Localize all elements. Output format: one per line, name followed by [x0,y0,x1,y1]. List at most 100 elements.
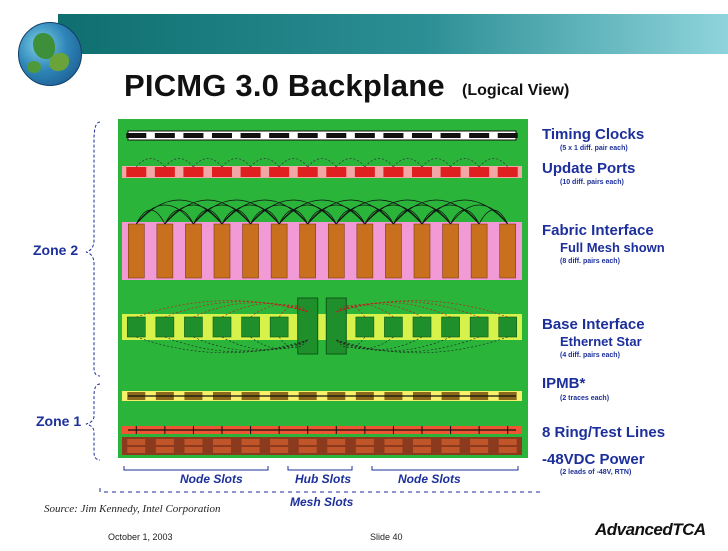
base-star-link [193,302,308,318]
node-slots-left-bracket [123,466,269,471]
timing-clocks-note: (5 x 1 diff. pair each) [560,145,628,152]
update-port-link [393,158,423,168]
update-port [269,167,290,177]
timing-slot [126,133,147,138]
fabric-mesh-link [250,204,309,225]
node-slots-left-label: Node Slots [180,472,243,486]
base-slot [498,316,518,338]
zone-1-brace [85,383,101,461]
fabric-mesh-link [221,199,309,225]
hub-slots-label: Hub Slots [295,472,351,486]
timing-slot [469,133,490,138]
fabric-slot [156,223,174,279]
base-slot [155,316,175,338]
base-star-link [136,300,308,318]
fabric-mesh-link [421,199,509,225]
fabric-mesh-link [364,199,451,225]
update-port [497,167,518,177]
fabric-interface-bus [122,222,522,280]
update-port-link [221,158,251,168]
ipmb-note: (2 traces each) [560,395,610,402]
ethernet-star-label: Ethernet Star [560,334,642,349]
update-port-link [250,158,280,168]
timing-slot [240,133,261,138]
fabric-slot [499,223,517,279]
power-lead [155,447,174,453]
timing-slot [383,133,404,138]
fabric-slot [385,223,402,279]
header-bar [58,14,728,54]
base-slot [269,316,289,338]
fabric-interface-label: Fabric Interface [542,222,654,239]
base-slot [441,316,460,338]
update-port [183,167,204,177]
update-ports-bus [122,166,522,178]
advancedtca-logo: AdvancedTCA [595,520,706,539]
power-lead [184,447,203,453]
base-slot [212,316,232,338]
power-bus [122,437,522,455]
fabric-mesh-link [278,209,309,225]
power-lead [355,447,374,453]
update-port-link [136,158,166,168]
power-lead [184,439,203,445]
update-port [297,167,318,177]
power-lead [355,439,374,445]
fabric-mesh-link [164,209,194,225]
timing-slot [412,133,432,138]
power-lead [270,447,289,453]
power-lead [298,447,317,453]
fabric-slot [413,223,431,279]
timing-slot [354,133,375,138]
fabric-mesh-link [450,204,509,225]
power-lead [127,439,146,445]
base-interface-note: (4 diff. pairs each) [560,352,620,359]
base-star-link [221,336,308,351]
fabric-mesh-link [135,209,166,225]
power-lead [384,447,403,453]
timing-clocks-label: Timing Clocks [542,126,645,143]
update-port [469,167,490,177]
base-star-link [336,303,423,318]
base-slot [184,316,203,338]
fabric-slot [442,223,459,279]
fabric-slot [185,223,202,279]
power-lead [413,447,431,453]
update-port [412,167,432,177]
mesh-slots-bracket [99,488,541,493]
power-lead [213,447,231,453]
ipmb-label: IPMB* [542,375,586,392]
fabric-mesh-link [421,204,480,225]
update-port [440,167,461,177]
fabric-mesh-link [193,209,223,225]
power-lead [498,447,517,453]
slide-title: PICMG 3.0 Backplane [124,68,445,103]
zone-1-label: Zone 1 [36,413,82,429]
fabric-mesh-link [135,204,194,225]
power-lead [470,439,489,445]
fabric-mesh-link [278,199,366,225]
fabric-slot [127,223,145,279]
hub-slot [325,297,347,355]
fabric-mesh-link [421,209,451,225]
base-star-link [193,336,308,352]
base-star-link [136,336,308,354]
power-lead [327,439,346,445]
power-lead [498,439,517,445]
power-lead [241,439,260,445]
slide-subtitle: (Logical View) [462,82,570,99]
fabric-mesh-link [335,209,366,225]
power-lead [470,447,489,453]
base-slot [469,316,489,338]
fabric-mesh-label: Full Mesh shown [560,240,665,255]
update-port-link [364,158,394,168]
base-slot [355,316,375,338]
fabric-mesh-link [164,199,251,225]
fabric-mesh-link [164,204,223,225]
fabric-mesh-link [393,199,480,225]
fabric-slot [270,223,288,279]
update-port [383,167,404,177]
power-lead [127,447,146,453]
